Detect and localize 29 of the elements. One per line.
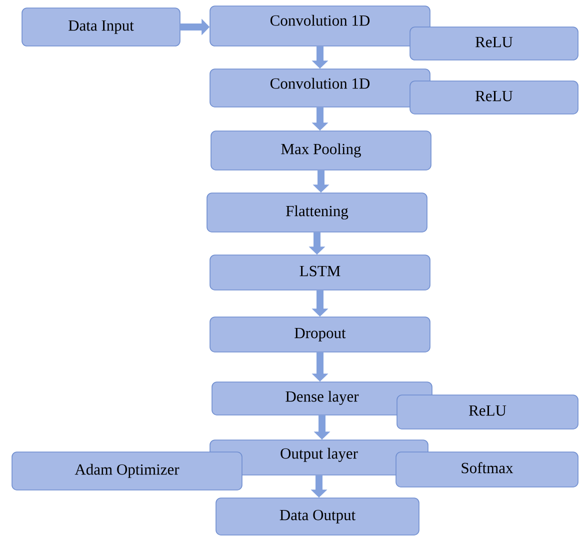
node-label: Max Pooling: [281, 143, 361, 158]
node-label: Data Input: [68, 20, 134, 34]
node-label: Dropout: [294, 328, 346, 342]
process-box: [396, 452, 578, 488]
process-box: [22, 8, 180, 46]
node-label: Flattening: [286, 205, 348, 220]
process-box: [210, 6, 430, 46]
node-label: ReLU: [475, 36, 513, 48]
process-box: [206, 192, 428, 232]
process-box: [410, 26, 578, 60]
node-label: ReLU: [475, 90, 513, 102]
node-label: Adam Optimizer: [74, 464, 180, 478]
process-box: [410, 80, 578, 114]
process-box: [210, 68, 430, 108]
process-box: [210, 254, 430, 290]
process-box: [396, 394, 578, 430]
process-box: [210, 130, 432, 170]
node-label: Convolution 1D: [270, 78, 370, 89]
node-label: Data Output: [280, 510, 356, 524]
node-label: ReLU: [469, 405, 506, 416]
process-box: [210, 316, 430, 352]
node-label: LSTM: [300, 266, 340, 276]
node-label: Dense layer: [286, 390, 359, 405]
process-box: [212, 382, 432, 416]
node-label: Convolution 1D: [270, 14, 370, 26]
node-label: Softmax: [462, 462, 514, 474]
process-box: [12, 452, 242, 490]
node-label: Output layer: [280, 448, 358, 462]
process-box: [216, 498, 420, 536]
